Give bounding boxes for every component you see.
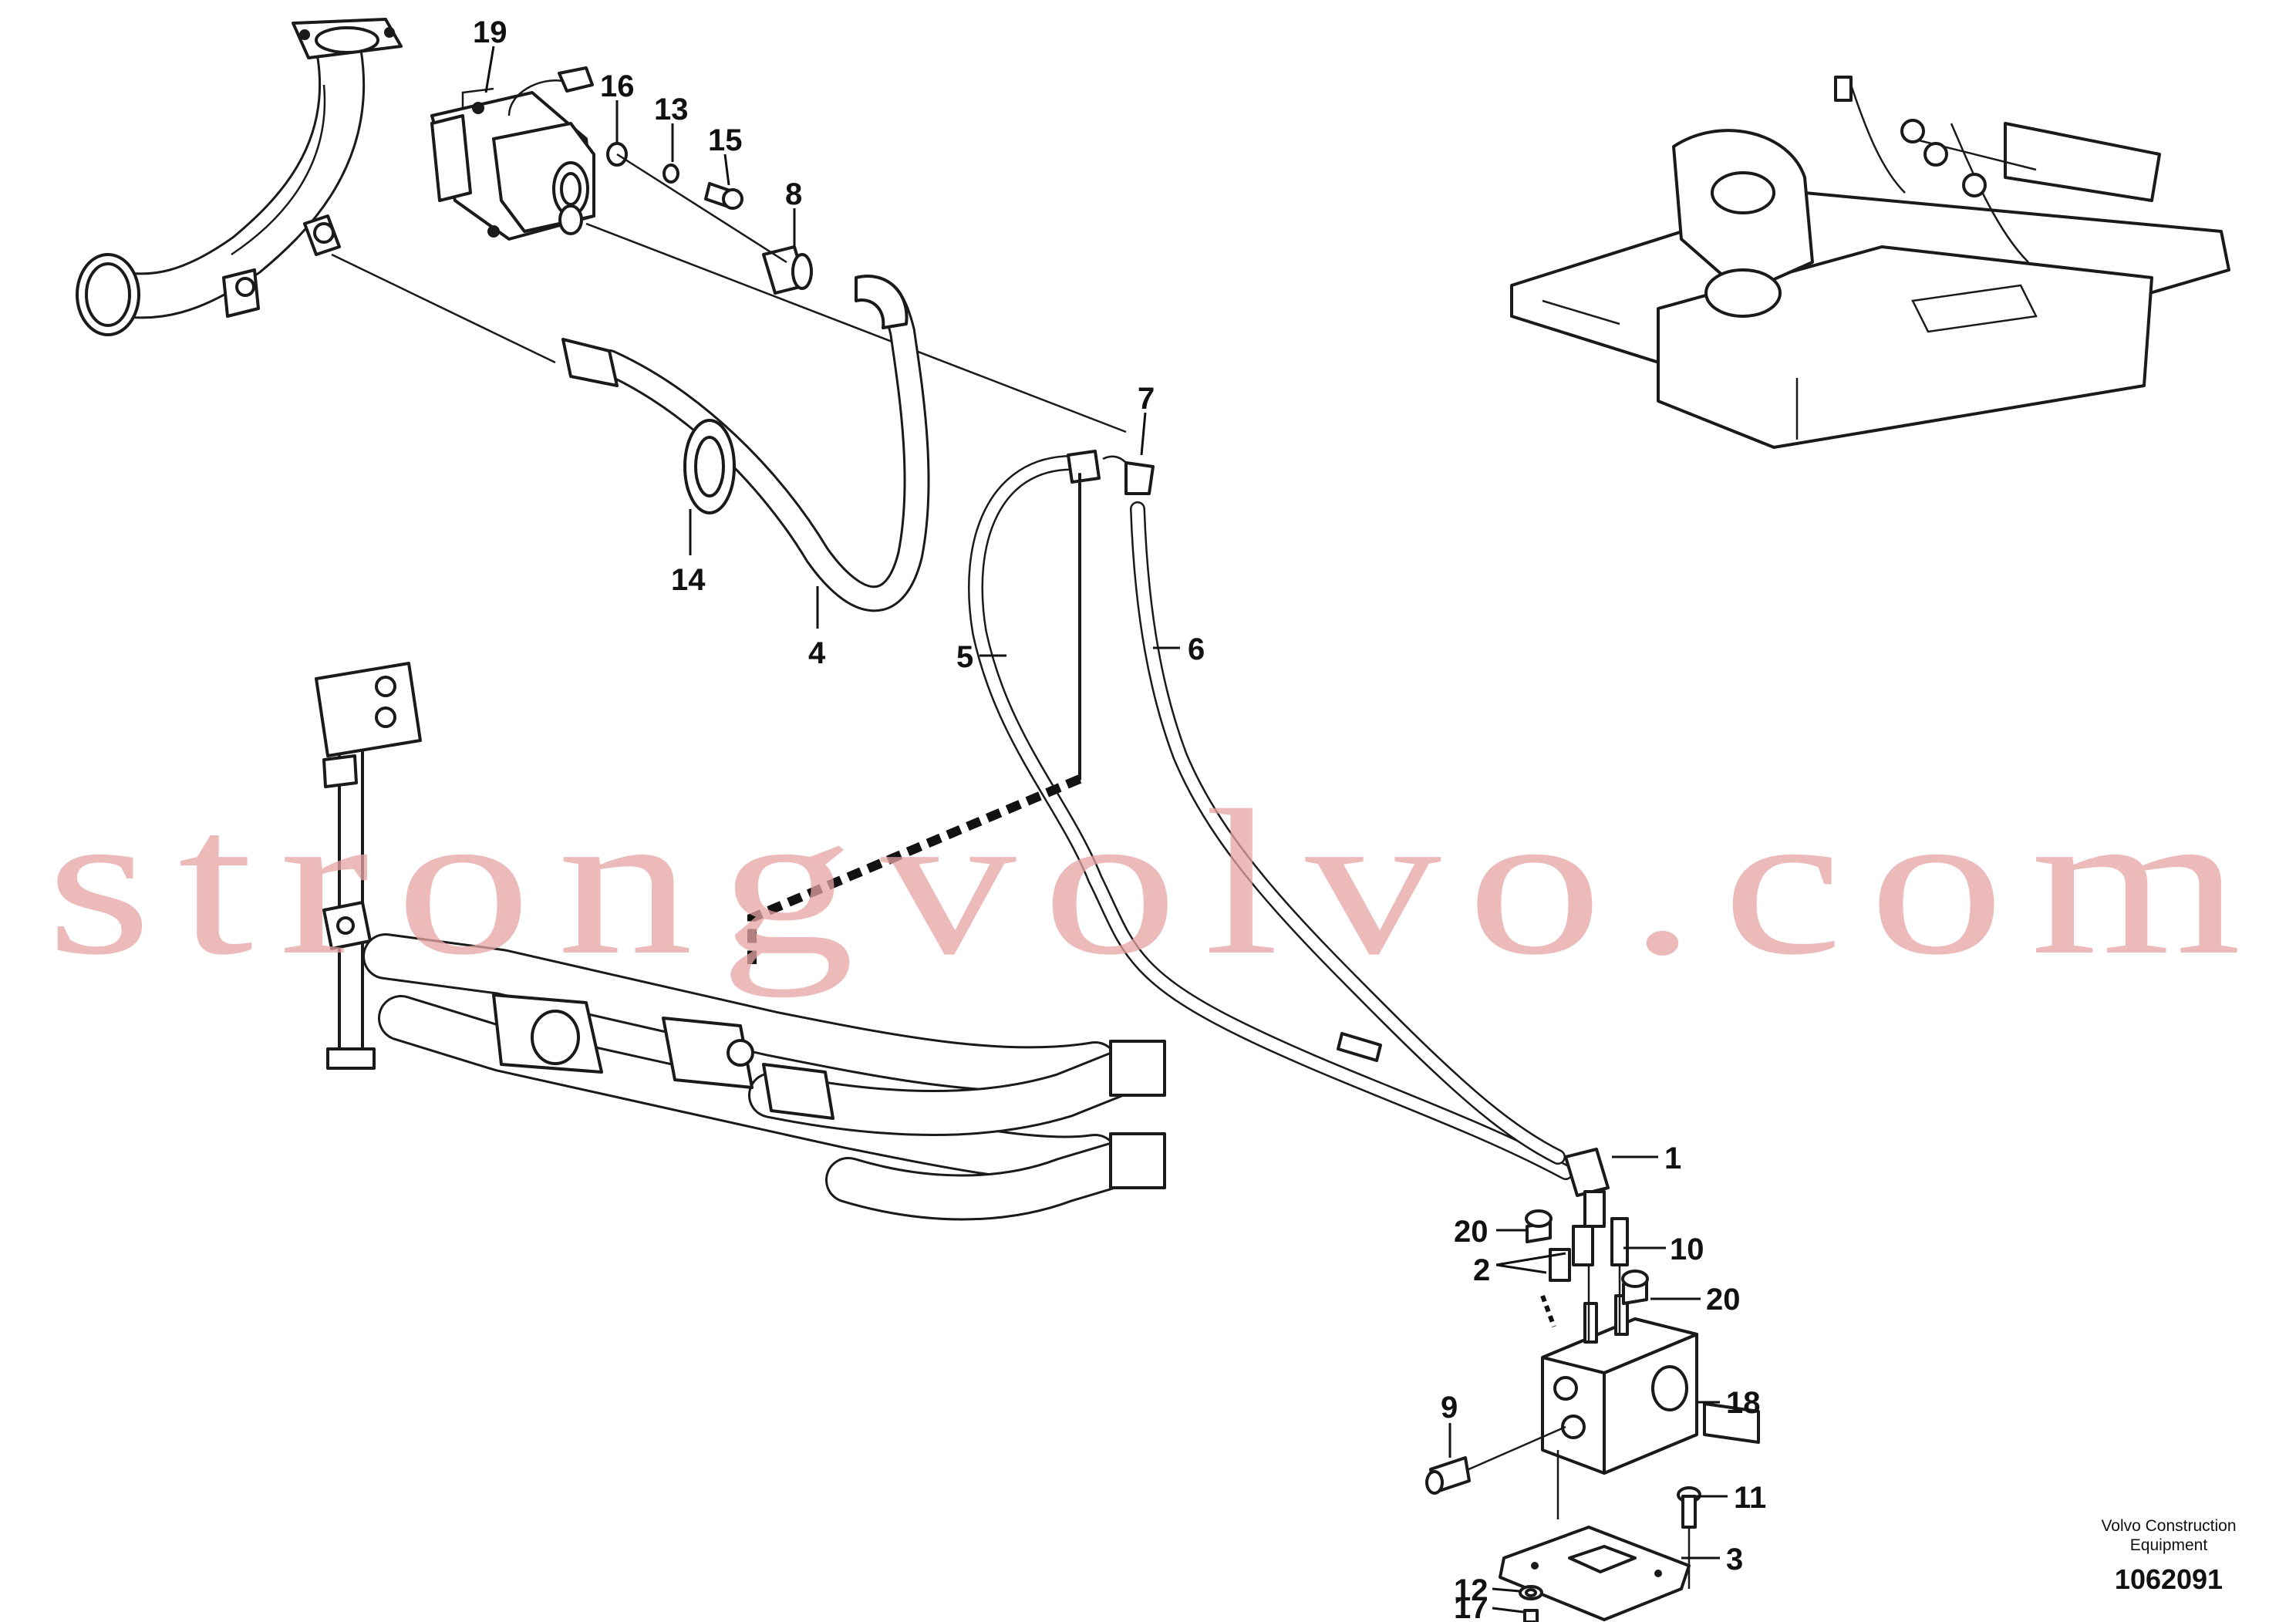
callout-19: 19 (473, 15, 507, 49)
callout-3: 3 (1726, 1543, 1743, 1576)
callout-18: 18 (1726, 1386, 1761, 1420)
dashed-connection (747, 774, 1082, 964)
callout-10: 10 (1670, 1233, 1704, 1266)
pressure-hose (561, 275, 930, 612)
callout-13: 13 (654, 93, 689, 126)
suction-pipe-elbow (76, 18, 403, 336)
callout-2: 2 (1473, 1253, 1490, 1287)
callout-14: 14 (671, 563, 706, 597)
brand-subtitle: Equipment (2130, 1536, 2208, 1554)
callout-5: 5 (956, 640, 973, 674)
centerlines (331, 153, 1127, 433)
callout-15: 15 (708, 123, 743, 157)
adapter-fitting (762, 245, 813, 295)
drawing-number: 1062091 (2115, 1563, 2223, 1595)
valve-fittings (1525, 1148, 1649, 1328)
callout-4: 4 (808, 636, 826, 670)
pilot-hoses (968, 450, 1573, 1180)
callout-6: 6 (1188, 632, 1205, 666)
main-pipe-assembly (315, 662, 1166, 1221)
gear-pump (430, 66, 595, 241)
mounting-bolt (1677, 1486, 1701, 1589)
watermark: strongvolvo.com (46, 767, 2267, 998)
callout-16: 16 (600, 69, 635, 103)
bracket-plate (1499, 1526, 1691, 1621)
brand-name: Volvo Construction (2101, 1517, 2236, 1535)
footer: Volvo Construction Equipment 1062091 (2101, 1517, 2236, 1595)
washer-and-screw (1519, 1585, 1543, 1622)
callout-20-lower: 20 (1706, 1283, 1741, 1317)
control-valve-assembly (1441, 1242, 1760, 1519)
callout-1: 1 (1664, 1141, 1681, 1175)
callout-20-upper: 20 (1454, 1215, 1489, 1249)
callout-11: 11 (1734, 1481, 1766, 1515)
leader-lines (484, 46, 1728, 1614)
plug (1425, 1456, 1471, 1495)
callout-7: 7 (1138, 382, 1155, 416)
callout-9: 9 (1441, 1391, 1458, 1425)
callout-17: 17 (1454, 1591, 1489, 1622)
machine-frame-overview (1510, 76, 2230, 449)
callout-12: 12 (1454, 1573, 1489, 1607)
callout-8: 8 (785, 177, 802, 211)
callout-numbers: 19 16 13 15 8 7 14 4 5 6 1 20 2 10 20 18… (473, 15, 1766, 1622)
